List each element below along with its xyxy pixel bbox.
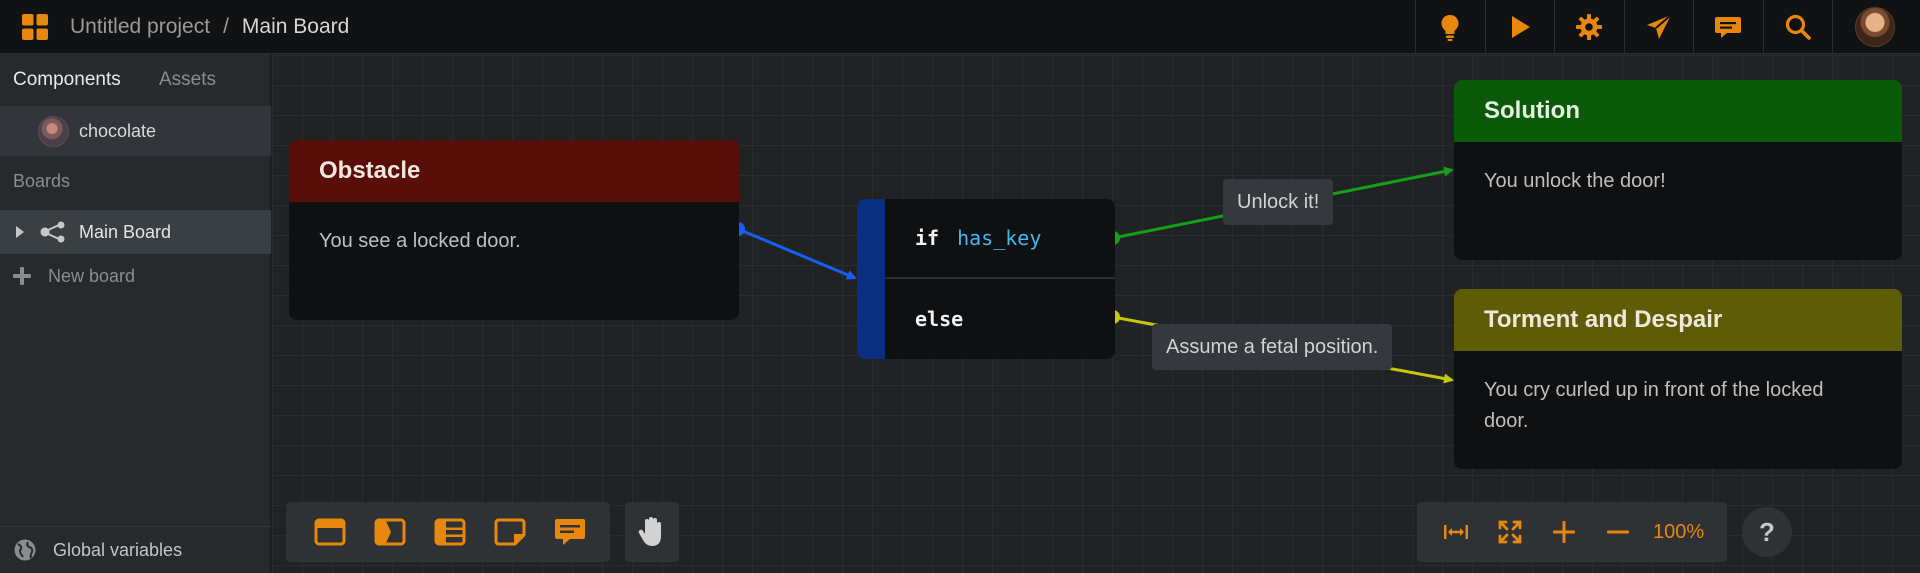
node-text: You cry curled up in front of the locked… xyxy=(1484,379,1824,432)
comments-button[interactable] xyxy=(1693,0,1763,54)
new-board-label: New board xyxy=(48,265,136,286)
add-conditional-node-button[interactable] xyxy=(360,502,420,562)
text-node-icon xyxy=(314,518,346,546)
help-button[interactable]: ? xyxy=(1742,507,1792,557)
boards-section-label: Boards xyxy=(13,171,71,191)
tab-assets[interactable]: Assets xyxy=(159,69,217,90)
grid-menu-icon[interactable] xyxy=(21,13,49,41)
node-solution[interactable]: Solution You unlock the door! xyxy=(1454,80,1902,260)
board-canvas[interactable]: Obstacle You see a locked door. if has_k… xyxy=(272,55,1920,573)
fullscreen-icon xyxy=(1498,520,1522,544)
play-icon xyxy=(1511,16,1530,38)
add-comment-node-button[interactable] xyxy=(540,502,600,562)
play-button[interactable] xyxy=(1484,0,1555,54)
conditional-node-icon xyxy=(374,518,406,546)
tab-components[interactable]: Components xyxy=(13,69,121,90)
lightbulb-icon xyxy=(1441,15,1459,41)
board-label: Main Board xyxy=(79,221,172,242)
hints-button[interactable] xyxy=(1415,0,1485,54)
node-text: You unlock the door! xyxy=(1484,170,1666,192)
branch-else-row[interactable]: else xyxy=(885,279,1115,359)
plus-icon xyxy=(1553,521,1575,543)
breadcrumb: Untitled project / Main Board xyxy=(70,0,349,54)
node-text: You see a locked door. xyxy=(319,230,521,252)
branch-if-row[interactable]: if has_key xyxy=(885,199,1115,279)
fit-width-icon xyxy=(1444,525,1468,539)
zoom-toolbar: 100% xyxy=(1417,502,1727,562)
fit-width-button[interactable] xyxy=(1429,502,1483,562)
settings-button[interactable] xyxy=(1554,0,1624,54)
zoom-out-button[interactable] xyxy=(1591,502,1645,562)
add-list-node-button[interactable] xyxy=(420,502,480,562)
breadcrumb-separator: / xyxy=(223,15,229,38)
search-icon xyxy=(1785,14,1811,40)
top-actions xyxy=(1415,0,1917,54)
component-label: chocolate xyxy=(79,120,157,141)
top-bar: Untitled project / Main Board xyxy=(0,0,1920,54)
pan-tool-button[interactable] xyxy=(625,502,679,562)
global-variables-label: Global variables xyxy=(53,539,183,560)
component-item-chocolate[interactable]: chocolate xyxy=(0,106,271,156)
fit-screen-button[interactable] xyxy=(1483,502,1537,562)
node-title: Obstacle xyxy=(289,140,739,202)
breadcrumb-board: Main Board xyxy=(241,15,350,38)
search-button[interactable] xyxy=(1762,0,1833,54)
sidebar-tabs: Components Assets xyxy=(0,54,271,106)
global-variables-button[interactable]: Global variables xyxy=(0,526,271,573)
node-tools-toolbar xyxy=(286,502,610,562)
edge-label-fetal[interactable]: Assume a fetal position. xyxy=(1152,324,1393,370)
globe-icon xyxy=(14,539,36,561)
zoom-level: 100% xyxy=(1653,520,1705,543)
hand-icon xyxy=(638,517,661,546)
user-avatar xyxy=(1855,7,1895,47)
note-node-icon xyxy=(494,518,526,546)
send-icon xyxy=(1646,14,1672,39)
if-keyword: if xyxy=(915,226,940,250)
board-tree-icon xyxy=(40,221,65,243)
publish-button[interactable] xyxy=(1623,0,1694,54)
add-note-button[interactable] xyxy=(480,502,540,562)
branch-stripe xyxy=(857,199,885,359)
caret-right-icon[interactable] xyxy=(15,226,25,238)
sidebar: Components Assets chocolate Boards Main … xyxy=(0,54,271,573)
node-torment[interactable]: Torment and Despair You cry curled up in… xyxy=(1454,289,1902,469)
gear-icon xyxy=(1576,14,1603,40)
component-avatar xyxy=(38,115,69,147)
node-title: Solution xyxy=(1454,80,1902,142)
user-menu-button[interactable] xyxy=(1832,0,1917,54)
comment-node-icon xyxy=(555,519,585,545)
edge-label-unlock[interactable]: Unlock it! xyxy=(1223,179,1334,225)
node-title: Torment and Despair xyxy=(1454,289,1902,351)
zoom-in-button[interactable] xyxy=(1537,502,1591,562)
node-conditional-branch[interactable]: if has_key else xyxy=(857,199,1115,359)
condition-variable: has_key xyxy=(957,226,1042,250)
comment-icon xyxy=(1715,17,1742,38)
minus-icon xyxy=(1607,530,1629,534)
node-obstacle[interactable]: Obstacle You see a locked door. xyxy=(289,140,739,320)
breadcrumb-project[interactable]: Untitled project xyxy=(70,15,211,38)
plus-icon xyxy=(13,267,31,285)
add-text-node-button[interactable] xyxy=(300,502,360,562)
new-board-button[interactable]: New board xyxy=(0,254,271,298)
board-item-main[interactable]: Main Board xyxy=(0,210,271,254)
list-node-icon xyxy=(434,518,466,546)
else-keyword: else xyxy=(915,307,964,331)
connection-obstacle-to-branch[interactable] xyxy=(731,222,857,280)
